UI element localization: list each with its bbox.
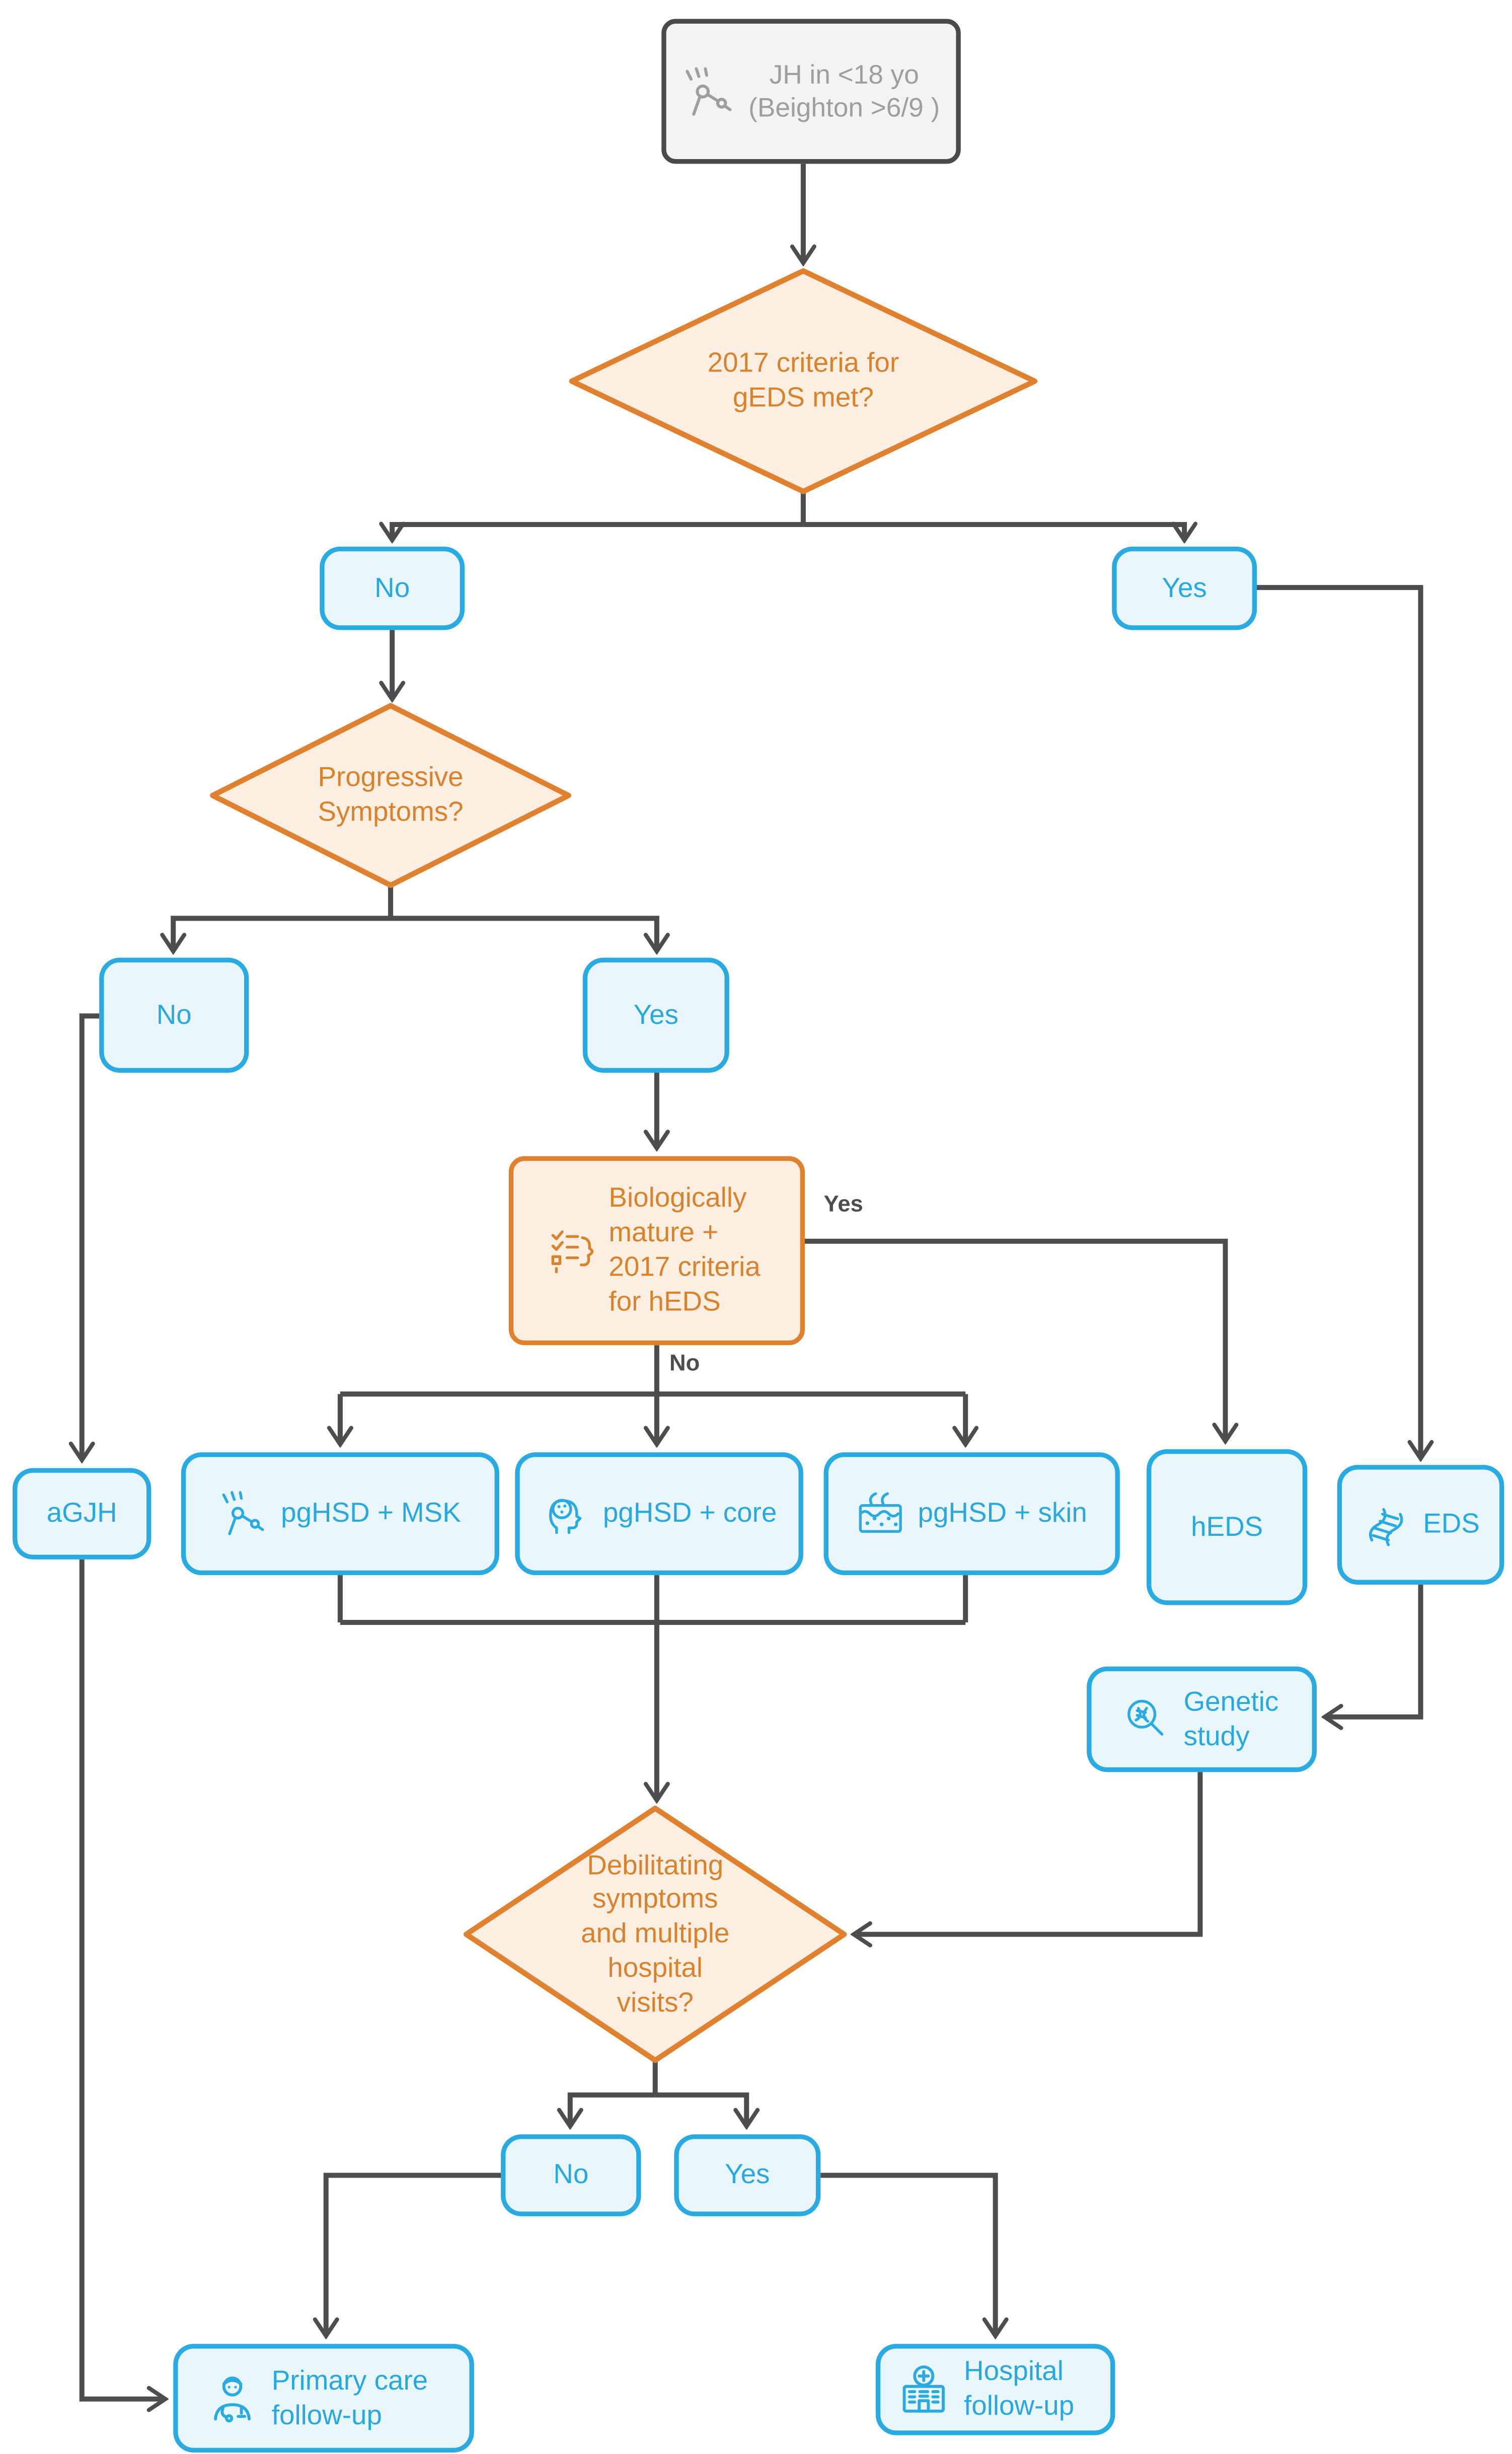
node-pghsd-msk: pgHSD + MSK xyxy=(181,1452,499,1576)
edge-no-to-primary xyxy=(326,2173,501,2334)
edge-progressive-to-no xyxy=(173,916,391,950)
edge-yes-to-eds xyxy=(1257,585,1420,1457)
node-pghsd-core: pgHSD + core xyxy=(515,1452,803,1576)
node-genetic-study-label: Genetic study xyxy=(1183,1685,1279,1751)
edge-genetic-to-debilitating xyxy=(855,1772,1203,1934)
node-geds-no: No xyxy=(320,546,465,630)
decision-geds-label: 2017 criteria for gEDS met? xyxy=(707,347,899,413)
node-debilitating-no: No xyxy=(501,2134,641,2216)
node-progressive-no-label: No xyxy=(156,998,192,1030)
doctor-icon xyxy=(205,2372,257,2424)
decision-progressive: Progressive Symptoms? xyxy=(225,717,556,874)
edge-eds-to-genetic xyxy=(1326,1584,1423,1717)
node-primary-care-label: Primary care follow-up xyxy=(271,2363,428,2430)
node-genetic-study: Genetic study xyxy=(1087,1666,1317,1772)
node-progressive-yes: Yes xyxy=(582,957,729,1073)
edge-debilitating-to-no xyxy=(570,2092,655,2125)
node-primary-care: Primary care follow-up xyxy=(173,2344,474,2453)
node-hospital: Hospital follow-up xyxy=(875,2344,1115,2435)
node-geds-yes-label: Yes xyxy=(1162,571,1207,603)
decision-debilitating-label: Debilitating symptoms and multiple hospi… xyxy=(581,1848,730,2017)
edge-label-yes: Yes xyxy=(823,1192,863,1218)
dna-icon xyxy=(1362,1501,1409,1548)
decision-geds: 2017 criteria for gEDS met? xyxy=(614,287,992,476)
node-agjh-label: aGJH xyxy=(46,1496,117,1528)
checklist-head-icon xyxy=(547,1227,594,1275)
decision-geds-shape xyxy=(569,268,1038,494)
node-heds-criteria: Biologically mature + 2017 criteria for … xyxy=(508,1156,805,1346)
hospital-icon xyxy=(898,2363,950,2415)
node-eds: EDS xyxy=(1337,1465,1504,1585)
head-icon xyxy=(542,1490,589,1537)
decision-debilitating: Debilitating symptoms and multiple hospi… xyxy=(498,1824,813,2045)
node-heds-criteria-label: Biologically mature + 2017 criteria for … xyxy=(609,1181,761,1317)
node-pghsd-core-label: pgHSD + core xyxy=(602,1496,777,1528)
node-pghsd-skin: pgHSD + skin xyxy=(823,1452,1120,1576)
node-pghsd-skin-label: pgHSD + skin xyxy=(918,1496,1087,1528)
node-debilitating-no-label: No xyxy=(553,2158,589,2190)
node-heds: hEDS xyxy=(1147,1449,1308,1605)
edge-geds-to-yes xyxy=(803,525,1184,539)
decision-progressive-shape xyxy=(210,703,571,888)
node-geds-yes: Yes xyxy=(1112,546,1257,630)
node-hospital-label: Hospital follow-up xyxy=(964,2355,1075,2421)
skin-icon xyxy=(856,1490,903,1537)
edge-label-no: No xyxy=(669,1351,700,1377)
node-progressive-yes-label: Yes xyxy=(633,998,678,1030)
node-debilitating-yes: Yes xyxy=(674,2134,821,2216)
edge-no-to-agjh xyxy=(82,1013,100,1458)
node-debilitating-yes-label: Yes xyxy=(725,2158,770,2190)
edge-geds-to-no xyxy=(392,525,803,539)
joint-icon xyxy=(219,1490,267,1537)
dna-magnifier-icon xyxy=(1122,1696,1170,1743)
edge-progressive-to-yes xyxy=(391,916,657,950)
node-progressive-no: No xyxy=(99,957,249,1073)
decision-debilitating-shape xyxy=(463,1805,847,2063)
node-start: JH in <18 yo (Beighton >6/9 ) xyxy=(661,19,961,164)
decision-progressive-label: Progressive Symptoms? xyxy=(318,761,464,827)
node-pghsd-msk-label: pgHSD + MSK xyxy=(281,1496,461,1528)
node-agjh: aGJH xyxy=(13,1468,152,1559)
edge-criteria-to-heds xyxy=(805,1238,1225,1440)
node-heds-label: hEDS xyxy=(1191,1510,1263,1542)
node-eds-label: EDS xyxy=(1423,1507,1480,1539)
edge-debilitating-to-yes xyxy=(655,2092,746,2125)
node-geds-no-label: No xyxy=(374,571,410,603)
edge-yes-to-hospital xyxy=(820,2173,995,2334)
joint-icon xyxy=(682,65,734,117)
node-start-label: JH in <18 yo (Beighton >6/9 ) xyxy=(748,59,940,123)
edge-agjh-to-primary xyxy=(79,1559,164,2399)
